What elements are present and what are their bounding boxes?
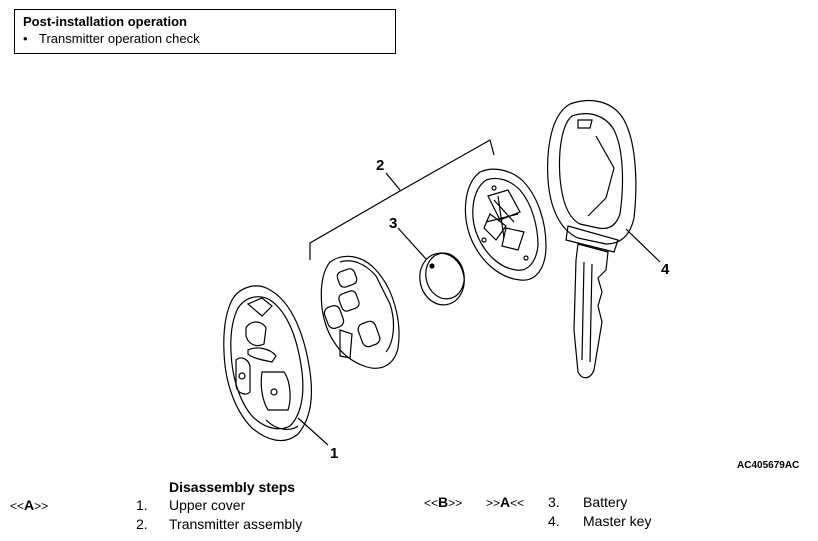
disassembly-steps-title: Disassembly steps [169,479,296,495]
bullet-icon: • [23,31,28,46]
transmitter-front-part [320,255,400,369]
battery-part [419,252,465,306]
step-3-number: 3. [548,494,560,510]
step-3-reference-b: <<B>> [424,494,463,510]
note-title: Post-installation operation [23,14,187,29]
callout-4: 4 [661,261,670,278]
step-1-reference: <<A>> [10,497,49,513]
post-installation-note: Post-installation operation • Transmitter… [14,9,396,54]
transmitter-assembly-part [464,168,547,281]
figure-code: AC405679AC [737,460,800,471]
step-2-number: 2. [136,516,148,532]
step-1-number: 1. [136,497,148,513]
callout-3: 3 [389,215,397,232]
callout-1-leader [297,417,329,446]
step-2-label: Transmitter assembly [169,516,303,532]
note-item: • Transmitter operation check [23,30,387,47]
callout-2-bracket [309,139,495,260]
step-3-label: Battery [583,494,628,510]
callout-3-leader [397,227,427,260]
callout-1: 1 [330,445,338,462]
exploded-view-diagram: 1 2 3 4 [223,99,670,462]
master-key-part [547,99,637,379]
step-1-label: Upper cover [169,497,246,513]
upper-cover-part [223,285,313,442]
step-4-label: Master key [583,513,652,529]
callout-2: 2 [376,157,384,174]
callout-4-leader [625,228,661,263]
step-3-reference-a: >>A<< [486,494,525,510]
callout-2-leader [385,172,401,191]
step-4-number: 4. [548,513,560,529]
note-item-text: Transmitter operation check [39,31,200,46]
